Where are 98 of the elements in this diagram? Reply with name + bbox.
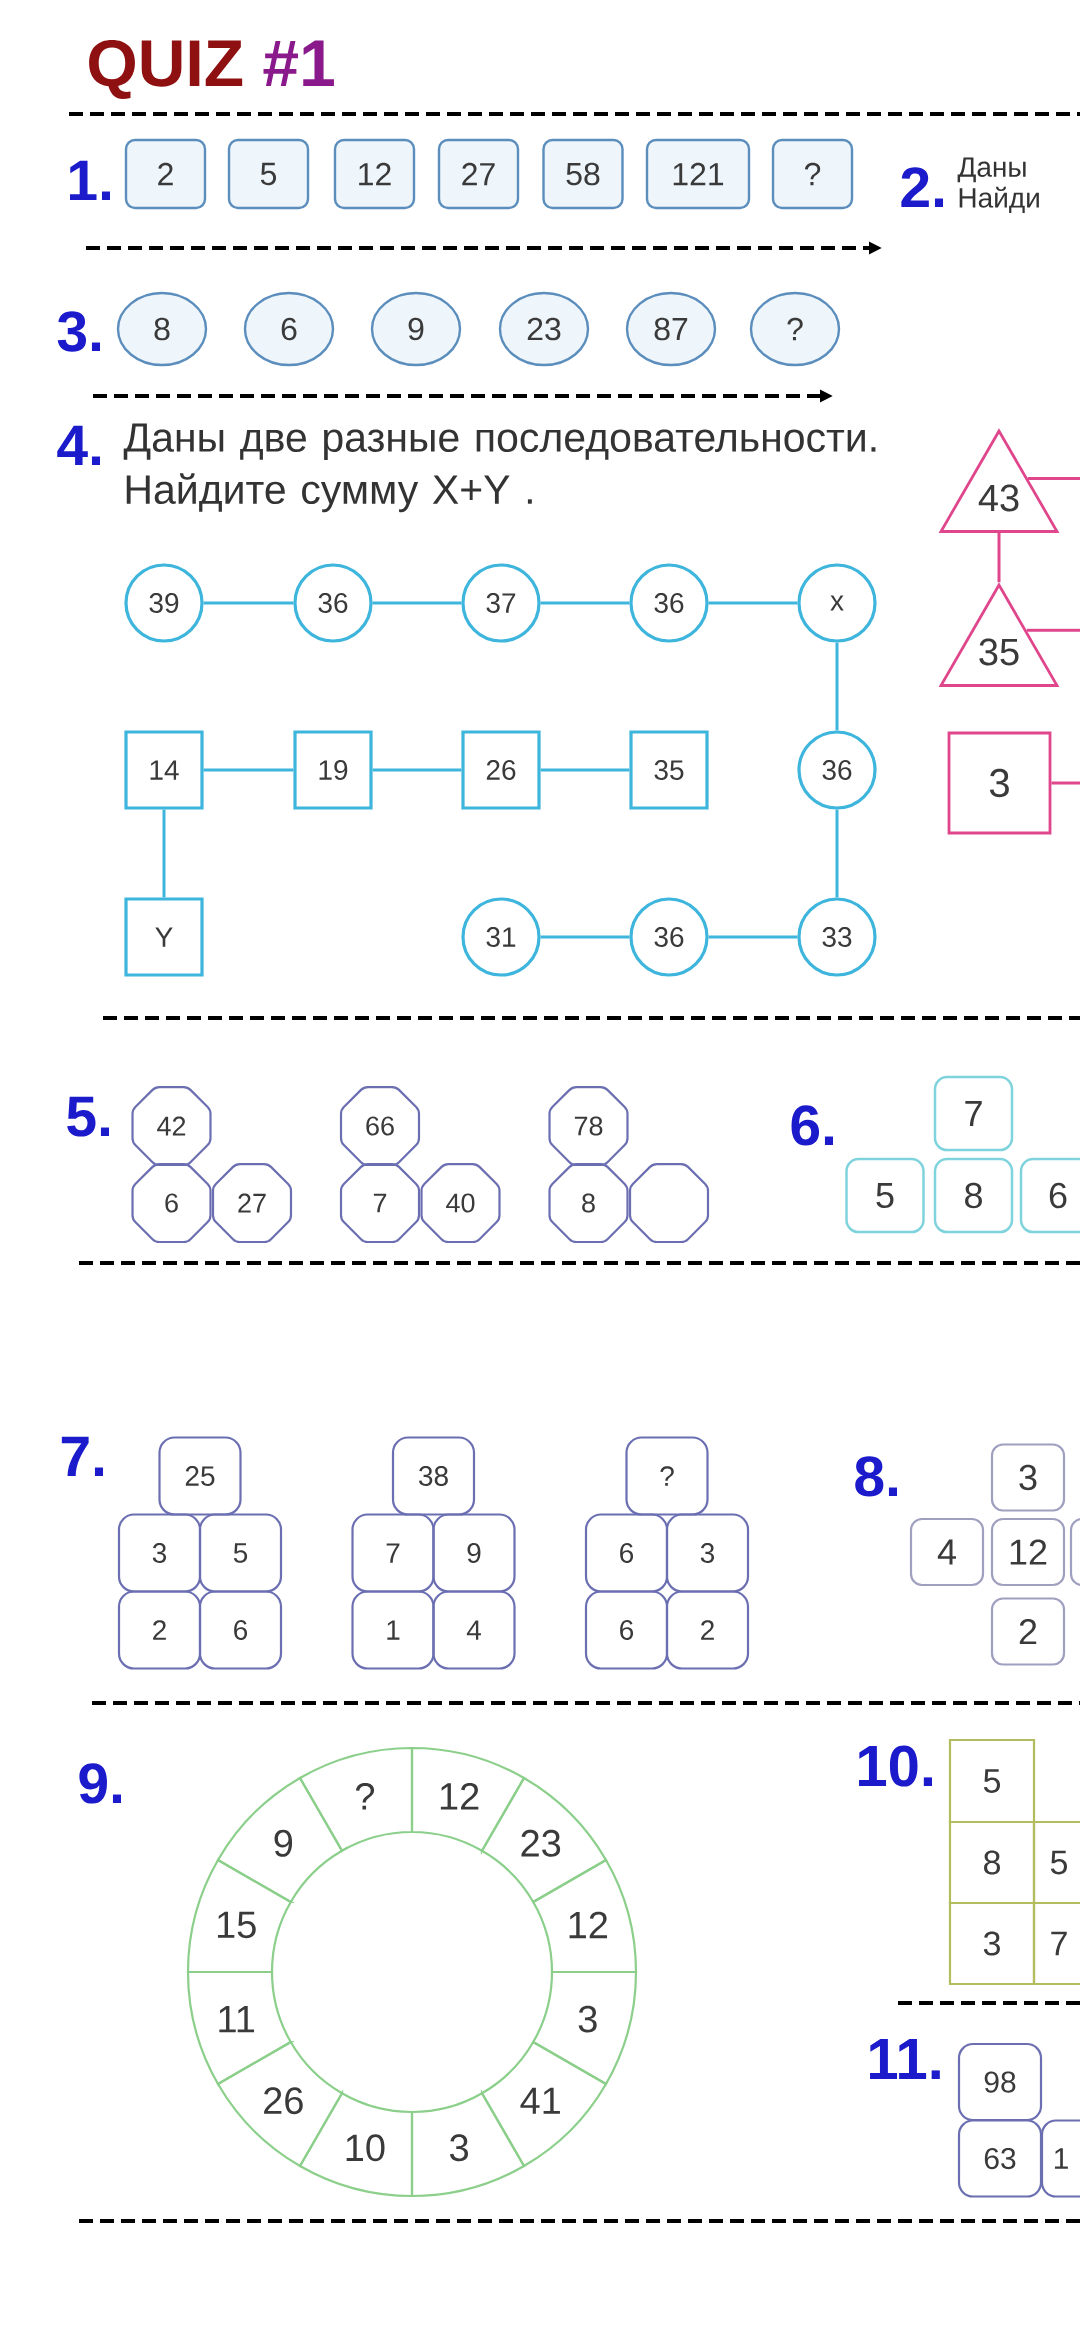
connector-line	[540, 601, 630, 605]
number-box: 1	[351, 1590, 435, 1670]
number-octagon: 6	[131, 1162, 212, 1244]
ring-segment: 41	[480, 2040, 608, 2168]
number-box: 9	[432, 1513, 516, 1593]
connector-line	[203, 768, 294, 772]
ring-segment: 12	[532, 1858, 638, 1974]
number-square: Y	[124, 897, 204, 977]
question-number: 2.	[901, 167, 943, 207]
connector-line	[372, 601, 462, 605]
number-box: 2	[117, 1590, 202, 1670]
ring-segment: 26	[216, 2040, 344, 2168]
number-box: 38	[391, 1436, 476, 1516]
number-box: 12	[333, 138, 416, 210]
question-number: 7.	[61, 1436, 103, 1476]
number-box: 5	[845, 1157, 925, 1234]
connector-line	[372, 768, 462, 772]
title: QUIZ #1	[89, 39, 334, 99]
question-number: 9.	[79, 1763, 121, 1804]
number-box: 6	[1019, 1157, 1080, 1234]
ring-segment: 15	[186, 1858, 292, 1974]
number-box: 1	[1040, 2119, 1080, 2198]
number-oval: 87	[625, 291, 717, 367]
ring-segment: ?	[298, 1746, 414, 1852]
number-octagon: 40	[420, 1162, 501, 1244]
question-text: Даны две разные последовательности. Найдите сумму X+Y .	[123, 423, 876, 513]
connector-line	[162, 809, 166, 898]
number-square: 19	[293, 730, 373, 810]
number-box: 27	[437, 138, 520, 210]
number-oval: 23	[498, 291, 590, 367]
ring-segment: 11	[186, 1970, 292, 2086]
question-number: 6.	[791, 1105, 833, 1146]
number-box: 5	[198, 1513, 283, 1593]
connector-line	[997, 532, 1001, 583]
connector-line	[1051, 781, 1080, 785]
number-square: 35	[629, 730, 709, 810]
number-oval: ?	[749, 291, 841, 367]
grid-cell: 5	[1032, 1820, 1080, 1905]
number-oval: 6	[243, 291, 335, 367]
grid-cell: 5	[948, 1738, 1036, 1824]
number-box: 4	[909, 1517, 985, 1587]
number-box: 4	[432, 1590, 516, 1670]
question-number: 3.	[57, 311, 100, 352]
number-box: 6	[198, 1590, 283, 1670]
number-box: 2	[665, 1590, 750, 1670]
number-box: 5	[227, 138, 310, 210]
number-octagon: 8	[548, 1162, 629, 1244]
number-box	[1069, 1517, 1080, 1587]
grid-cell: 3	[948, 1901, 1036, 1986]
number-box: ?	[771, 138, 854, 210]
number-box: 6	[584, 1513, 669, 1593]
connector-line	[708, 935, 798, 939]
number-oval: 9	[370, 291, 462, 367]
number-box: 7	[351, 1513, 435, 1593]
question-number: 1.	[70, 160, 110, 200]
number-box: 3	[117, 1513, 202, 1593]
number-box: 2	[990, 1597, 1066, 1666]
number-square: 26	[461, 730, 541, 810]
number-octagon: 7	[339, 1162, 421, 1244]
number-octagon: 42	[131, 1085, 212, 1167]
ring-segment: 23	[480, 1776, 608, 1904]
number-box: 98	[957, 2042, 1043, 2122]
number-box: 8	[933, 1157, 1014, 1234]
number-box: ?	[625, 1436, 709, 1516]
number-box: 58	[542, 138, 624, 210]
question-number: 10.	[859, 1745, 932, 1787]
number-box: 3	[990, 1443, 1066, 1512]
number-box: 2	[124, 138, 207, 210]
number-octagon: 78	[548, 1085, 629, 1167]
connector-line	[708, 601, 798, 605]
number-box: 63	[957, 2119, 1043, 2198]
number-box: 25	[158, 1436, 242, 1516]
connector-line	[1026, 628, 1080, 632]
question-number: 8.	[855, 1456, 897, 1497]
ring-segment: 3	[532, 1970, 638, 2086]
question-number: 11.	[870, 2039, 940, 2079]
number-square: 14	[124, 730, 204, 810]
number-oval: 8	[116, 291, 208, 367]
number-box: 121	[645, 138, 751, 210]
number-octagon: 66	[339, 1085, 421, 1167]
question-number: 4.	[57, 425, 100, 465]
connector-line	[1028, 476, 1080, 480]
number-box: 12	[990, 1517, 1066, 1587]
grid-cell: 8	[948, 1820, 1036, 1905]
connector-line	[540, 935, 630, 939]
connector-line	[835, 809, 839, 898]
grid-cell: 7	[1032, 1901, 1080, 1986]
question-number: 5.	[67, 1096, 109, 1137]
number-box: 7	[933, 1075, 1014, 1152]
number-box: 3	[665, 1513, 750, 1593]
question-text: Даны Найди	[957, 157, 1039, 214]
connector-line	[835, 642, 839, 731]
connector-line	[203, 601, 294, 605]
number-octagon: 27	[211, 1162, 293, 1244]
number-box: 6	[584, 1590, 669, 1670]
number-square: 3	[947, 731, 1052, 835]
connector-line	[540, 768, 630, 772]
number-octagon	[628, 1162, 710, 1244]
